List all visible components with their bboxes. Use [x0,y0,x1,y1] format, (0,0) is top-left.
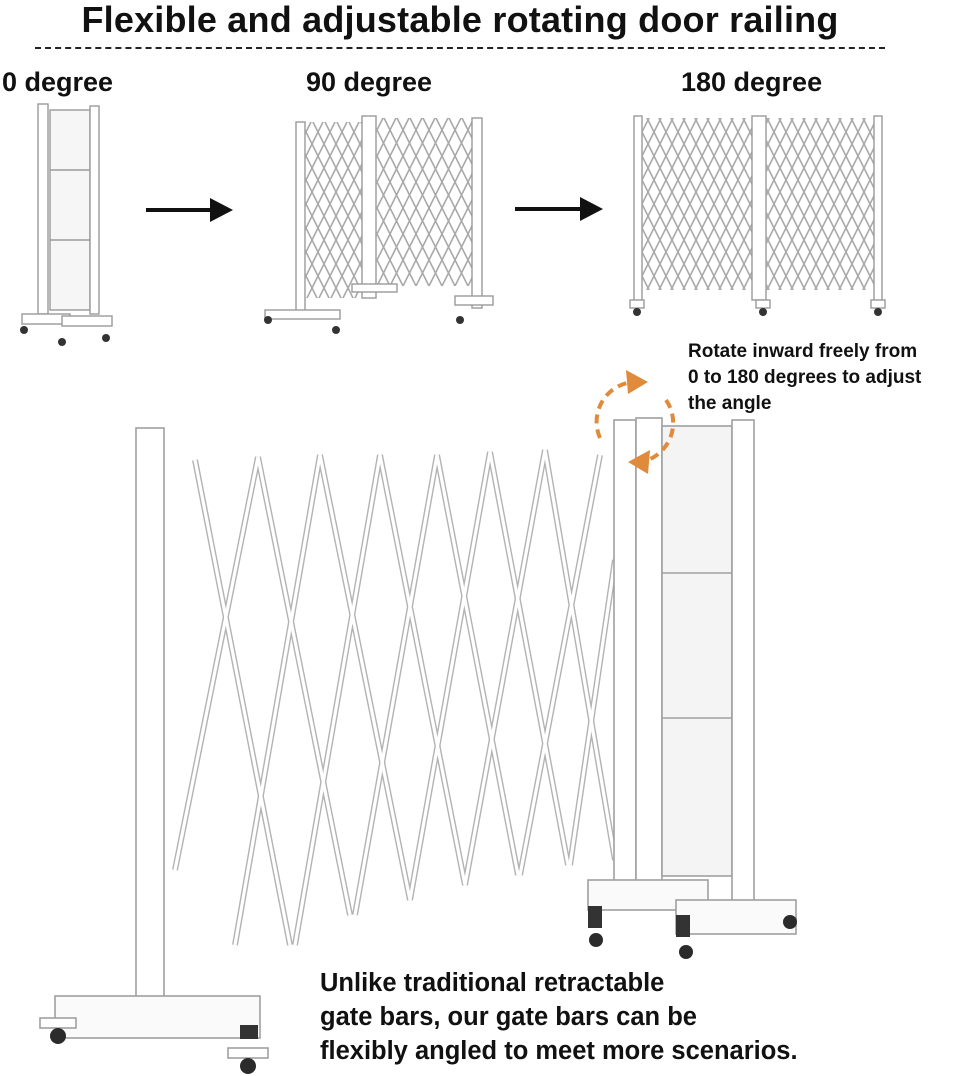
rotate-arrows-icon [594,379,676,462]
gate-folded-0-degree [20,103,113,346]
gate-large-detail [39,417,797,1074]
rotate-note: Rotate inward freely from 0 to 180 degre… [688,339,921,417]
gate-angled-90-degree [264,115,494,334]
wheel-icon [783,915,797,929]
rotate-arrow-head [628,450,650,474]
wheel-icon [332,326,340,334]
caption-line: gate bars, our gate bars can be [320,1003,697,1031]
wheel-icon [102,334,110,342]
wheel-icon [50,1028,66,1044]
wheel-icon [679,945,693,959]
gate-straight-180-degree [629,115,886,316]
caption: Unlike traditional retractable gate bars… [320,966,798,1068]
rotate-note-line: Rotate inward freely from [688,341,918,362]
wheel-icon [589,933,603,947]
wheel-icon [20,326,28,334]
wheel-icon [264,316,272,324]
caption-line: Unlike traditional retractable [320,969,665,997]
stage-label-90: 90 degree [306,67,433,97]
rotate-note-line: the angle [688,393,772,414]
stage-label-0: 0 degree [2,67,114,97]
wheel-icon [240,1058,256,1074]
rotate-arrow-head [626,370,648,394]
caption-line: flexibly angled to meet more scenarios. [320,1037,798,1065]
page-title: Flexible and adjustable rotating door ra… [81,0,839,40]
arrow-right-icon [515,197,603,221]
wheel-icon [456,316,464,324]
rotate-note-line: 0 to 180 degrees to adjust [688,367,922,388]
title-divider [35,47,885,49]
stage-label-180: 180 degree [681,67,823,97]
wheel-icon [633,308,641,316]
arrow-right-icon [146,198,233,222]
wheel-icon [58,338,66,346]
wheel-icon [759,308,767,316]
wheel-icon [874,308,882,316]
